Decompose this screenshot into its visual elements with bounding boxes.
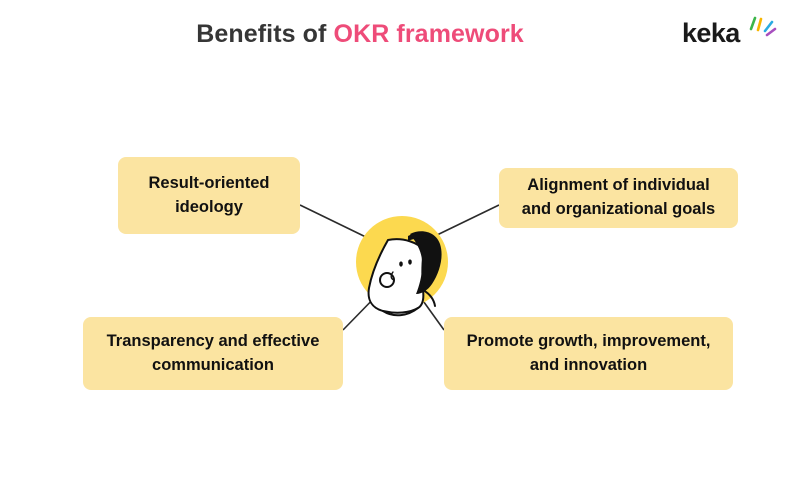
page-title: Benefits of OKR framework xyxy=(0,20,720,49)
benefit-box-top-right[interactable]: Alignment of individual and organization… xyxy=(499,168,738,228)
logo-wordmark: keka xyxy=(682,18,740,48)
center-node xyxy=(356,216,448,317)
benefit-box-top-left[interactable]: Result-oriented ideology xyxy=(118,157,300,234)
keka-logo[interactable]: keka xyxy=(682,14,778,54)
page-title-accent: OKR framework xyxy=(333,20,524,48)
benefit-box-bottom-left-label: Transparency and effective communication xyxy=(106,331,320,374)
benefit-box-bottom-right[interactable]: Promote growth, improvement, and innovat… xyxy=(444,317,733,390)
benefit-box-top-right-label: Alignment of individual and organization… xyxy=(521,176,716,218)
logo-rays-icon xyxy=(749,16,777,37)
benefit-box-bottom-right-label: Promote growth, improvement, and innovat… xyxy=(466,331,711,374)
benefit-box-top-left-label: Result-oriented ideology xyxy=(148,173,270,216)
page-title-prefix: Benefits of xyxy=(196,20,334,48)
benefit-box-bottom-left[interactable]: Transparency and effective communication xyxy=(83,317,343,390)
person-face-icon xyxy=(367,231,442,317)
